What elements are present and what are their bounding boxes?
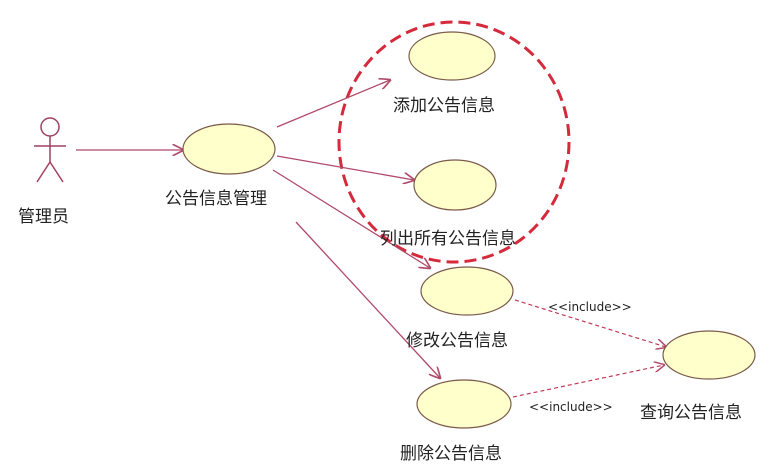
include-edit-query: [514, 299, 666, 347]
usecase-add-label: 添加公告信息: [393, 96, 495, 116]
highlight-circle: [337, 20, 571, 264]
association-manage-list: [276, 155, 414, 180]
usecase-list[interactable]: [413, 159, 497, 211]
include-delete-query: [512, 365, 664, 398]
usecase-query[interactable]: [662, 330, 756, 380]
include-delete-label: <<include>>: [529, 400, 613, 414]
usecase-query-label: 查询公告信息: [640, 403, 742, 423]
usecase-list-label: 列出所有公告信息: [380, 229, 516, 249]
usecase-delete-label: 删除公告信息: [400, 444, 502, 464]
usecase-manage[interactable]: [182, 123, 276, 175]
association-manage-edit: [272, 169, 430, 268]
actor-icon[interactable]: [34, 117, 66, 183]
usecase-edit-label: 修改公告信息: [406, 331, 508, 351]
usecase-delete[interactable]: [416, 379, 512, 429]
actor-label: 管理员: [18, 207, 69, 227]
association-manage-delete: [295, 221, 440, 378]
include-edit-label: <<include>>: [548, 300, 632, 314]
usecase-manage-label: 公告信息管理: [165, 189, 267, 209]
association-manage-add: [276, 80, 390, 128]
usecase-add[interactable]: [408, 31, 496, 81]
usecase-edit[interactable]: [420, 266, 514, 316]
